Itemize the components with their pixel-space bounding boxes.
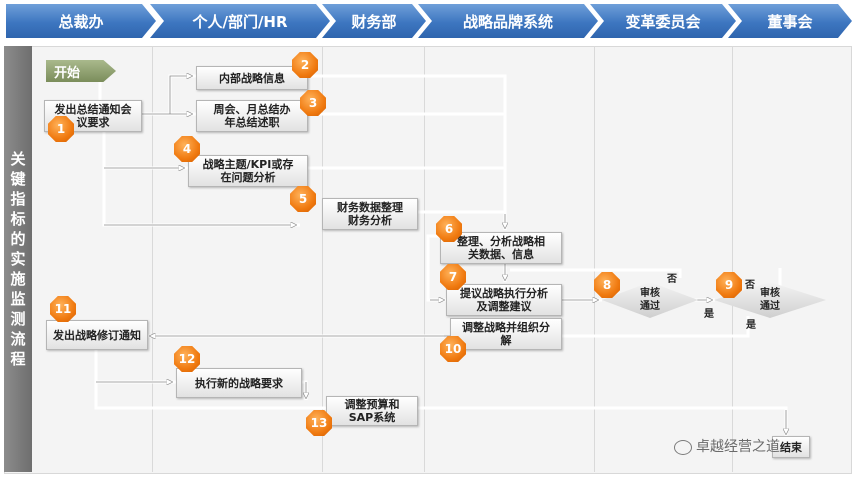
decision-8-no-label: 否 [667,274,677,285]
lane-divider [594,46,595,472]
side-label: 关键指标的实施监测流程 [4,46,32,472]
end-node: 结束 [772,436,810,458]
step-badge-10: 10 [440,336,466,362]
lane-header-individual-dept-hr: 个人/部门/HR [150,4,330,38]
step-3-box: 周会、月总结办年总结述职 [196,100,308,132]
lane-divider [152,46,153,472]
step-5-text: 财务数据整理财务分析 [337,201,403,227]
step-badge-9: 9 [716,272,742,298]
step-badge-12: 12 [174,346,200,372]
step-badge-13: 13 [306,410,332,436]
lane-header-strategy-brand: 战略品牌系统 [418,4,598,38]
lane-label: 个人/部门/HR [192,12,288,31]
lane-label: 财务部 [351,12,397,31]
lane-header-president-office: 总裁办 [6,4,156,38]
step-3-text: 周会、月总结办年总结述职 [213,103,291,129]
step-badge-11: 11 [50,296,76,322]
step-10-box: 调整战略并组织分解 [450,318,562,350]
step-badge-1: 1 [48,116,74,142]
step-10-text: 调整战略并组织分解 [462,321,550,347]
step-11-box: 发出战略修订通知 [46,320,148,350]
step-badge-6: 6 [436,216,462,242]
step-7-text: 提议战略执行分析及调整建议 [460,287,548,313]
step-7-box: 提议战略执行分析及调整建议 [446,284,562,316]
step-badge-7: 7 [440,264,466,290]
step-2-box: 内部战略信息 [196,66,308,90]
watermark-text: 卓越经营之道 [696,439,780,455]
wechat-icon [674,439,692,455]
step-4-text: 战略主题/KPI或存在问题分析 [202,158,294,184]
step-badge-3: 3 [300,90,326,116]
side-label-text: 关键指标的实施监测流程 [10,150,26,368]
step-badge-4: 4 [174,136,200,162]
step-badge-8: 8 [594,272,620,298]
step-2-text: 内部战略信息 [219,71,285,85]
lane-header-change-committee: 变革委员会 [590,4,736,38]
step-6-text: 整理、分析战略相关数据、信息 [457,235,545,261]
decision-9-yes-label: 是 [746,320,756,331]
step-badge-5: 5 [290,186,316,212]
step-13-text: 调整预算和SAP系统 [344,398,400,424]
lane-label: 总裁办 [58,12,104,31]
lane-header-board: 董事会 [728,4,852,38]
step-1-text: 发出总结通知会议要求 [54,103,132,129]
lane-divider [732,46,733,472]
step-badge-2: 2 [292,52,318,78]
end-label: 结束 [780,440,802,454]
lane-divider [322,46,323,472]
decision-8-yes-label: 是 [704,309,714,320]
step-12-text: 执行新的战略要求 [195,376,283,390]
lane-divider [424,46,425,472]
decision-9-no-label: 否 [745,280,755,291]
step-6-box: 整理、分析战略相关数据、信息 [440,232,562,264]
step-4-box: 战略主题/KPI或存在问题分析 [188,155,308,187]
step-9-text: 审核通过 [760,288,780,312]
step-8-text: 审核通过 [640,288,660,312]
lane-label: 变革委员会 [625,12,701,31]
step-13-box: 调整预算和SAP系统 [326,396,418,426]
step-5-box: 财务数据整理财务分析 [322,198,418,230]
watermark: 卓越经营之道 [674,436,780,456]
step-12-box: 执行新的战略要求 [176,368,302,398]
start-label: 开始 [54,65,81,81]
lane-label: 董事会 [767,12,813,31]
start-node: 开始 [46,60,116,82]
lane-header-finance: 财务部 [322,4,426,38]
step-11-text: 发出战略修订通知 [53,328,141,342]
lane-label: 战略品牌系统 [462,12,553,31]
